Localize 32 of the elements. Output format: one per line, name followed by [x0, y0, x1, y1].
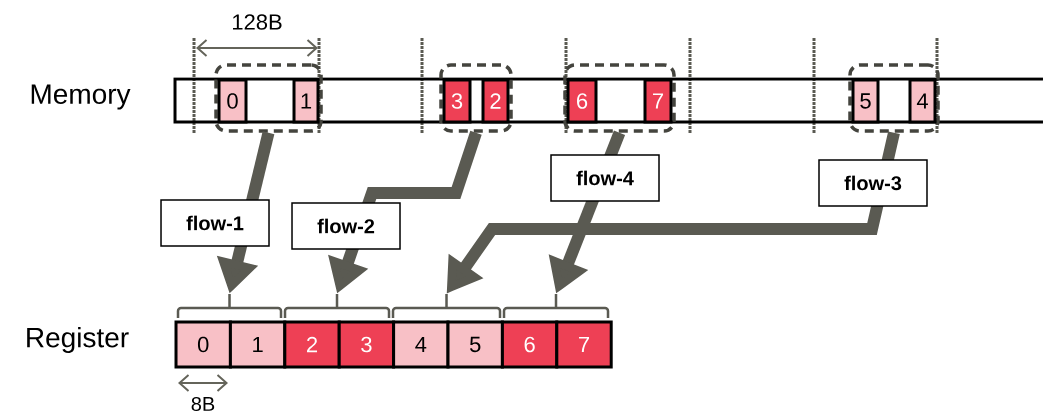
dimension-label: 8B — [191, 396, 215, 412]
register-cell: 0 — [174, 320, 232, 369]
edge-label: flow-4 — [550, 154, 660, 202]
memory-cell: 6 — [566, 78, 598, 124]
memory-cell: 0 — [217, 78, 248, 124]
dashed-group-box — [439, 63, 513, 133]
register-cell: 5 — [446, 320, 504, 369]
register-cell: 2 — [283, 320, 341, 369]
memory-cell: 4 — [908, 78, 937, 124]
memory-cell: 3 — [442, 78, 472, 124]
memory-cell: 1 — [292, 78, 320, 124]
bracket — [176, 292, 283, 320]
bracket — [391, 292, 502, 320]
register-cell: 6 — [500, 320, 559, 369]
dimension-label: 128B — [233, 14, 282, 30]
edge-label: flow-1 — [160, 199, 270, 247]
edge-label: flow-3 — [818, 159, 928, 207]
edge-label: flow-2 — [291, 202, 401, 250]
register-cell: 7 — [555, 320, 613, 369]
memory-cell: 2 — [481, 78, 510, 124]
register-cell: 3 — [337, 320, 396, 369]
memory-cell: 5 — [851, 78, 880, 124]
row-label: Memory — [31, 84, 131, 110]
dashed-group-box — [848, 63, 940, 133]
register-cell: 1 — [228, 320, 287, 369]
dashed-group-box — [214, 63, 323, 133]
dashed-group-box — [563, 63, 676, 133]
row-label: Register — [27, 326, 129, 354]
bracket — [502, 292, 610, 320]
memory-cell: 7 — [643, 78, 673, 124]
register-cell: 4 — [392, 320, 450, 369]
bracket — [283, 292, 391, 320]
